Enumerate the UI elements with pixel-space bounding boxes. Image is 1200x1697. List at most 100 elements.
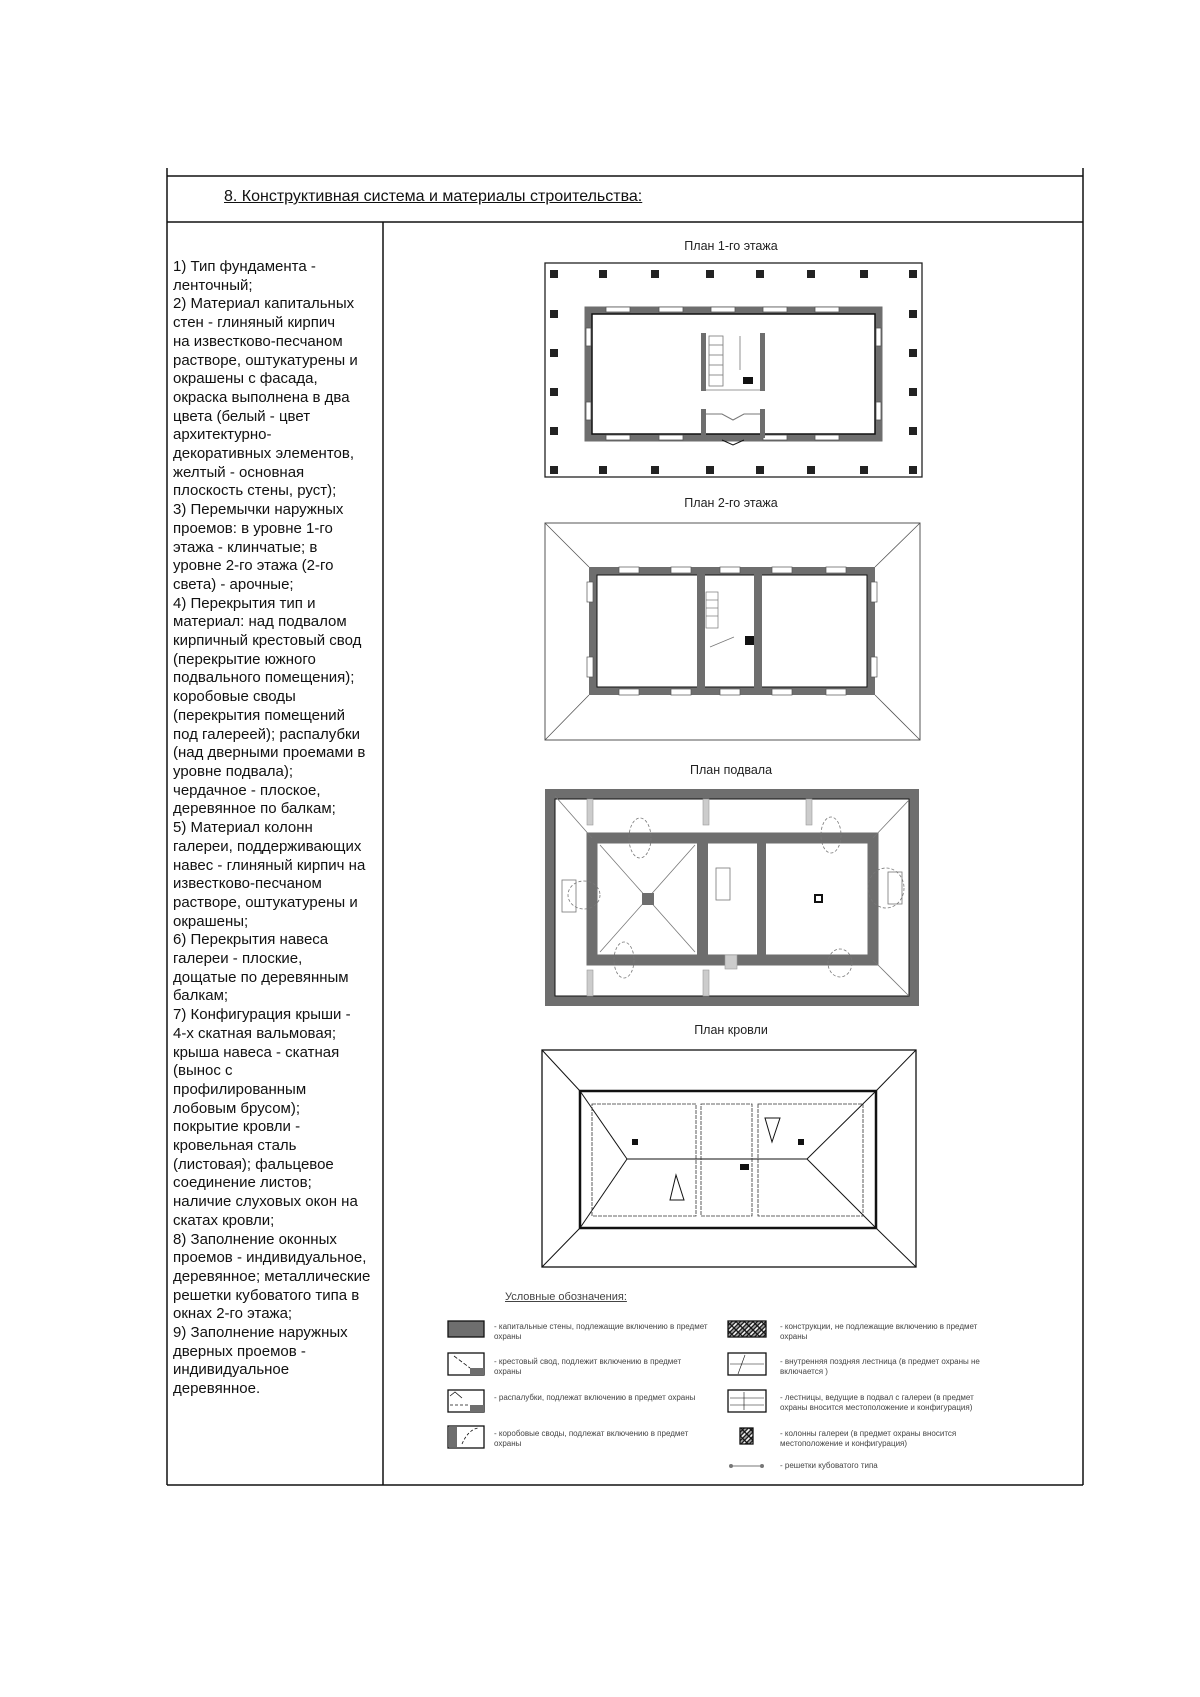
gallery-column [909, 310, 917, 318]
description-line: растворе, оштукатурены и [173, 893, 358, 911]
gallery-column [909, 427, 917, 435]
description-line: (над дверными проемами в [173, 744, 366, 762]
description-line: света) - арочные; [173, 575, 294, 593]
description-line: 9) Заполнение наружных [173, 1324, 348, 1342]
plan-basement-title: План подвала [689, 763, 773, 777]
description-line: 1) Тип фундамента - [173, 258, 316, 275]
gallery-column [909, 349, 917, 357]
gallery-column [909, 388, 917, 396]
description-line: деревянное по балкам; [173, 800, 336, 818]
gallery-column [550, 349, 558, 357]
legend-item-text: - конструкции, не подлежащие включению в… [780, 1322, 978, 1341]
description-line: кровельная сталь [173, 1137, 297, 1155]
construction-description: 1) Тип фундамента -ленточный;2) Материал… [173, 258, 383, 1399]
description-line: окрашены; [173, 912, 249, 930]
gallery-column [550, 270, 558, 278]
description-line: плоскость стены, руст); [173, 482, 337, 500]
description-line: декоративных элементов, [173, 445, 355, 463]
description-line: известково-песчаном [173, 875, 322, 893]
description-line: 2) Материал капитальных [173, 295, 355, 313]
plan-floor2-title: План 2-го этажа [684, 496, 778, 510]
gallery-column [706, 270, 714, 278]
description-line: скатах кровли; [173, 1211, 275, 1229]
table-borders [166, 168, 1084, 1486]
description-line: (перекрытия помещений [173, 706, 346, 724]
plan-floor2-drawing [544, 522, 921, 741]
plan-roof-drawing [541, 1049, 917, 1268]
description-line: дверных проемов - [173, 1342, 306, 1360]
description-line: 5) Материал колонн [173, 819, 313, 837]
gallery-column [550, 388, 558, 396]
gallery-column [909, 466, 917, 474]
description-line: профилированным [173, 1080, 307, 1098]
description-line: ленточный; [173, 276, 253, 294]
gallery-column [599, 270, 607, 278]
description-line: под галереей); распалубки [173, 725, 360, 743]
description-line: решетки кубоватого типа в [173, 1286, 360, 1304]
gallery-column [550, 310, 558, 318]
description-line: 7) Конфигурация крыши - [173, 1006, 351, 1024]
legend-item-text: - коробовые своды, подлежат включению в … [494, 1429, 689, 1448]
gallery-column [651, 270, 659, 278]
description-line: 4-х скатная вальмовая; [173, 1024, 336, 1042]
description-line: 4) Перекрытия тип и [173, 594, 316, 612]
legend-item-text: - решетки кубоватого типа [780, 1461, 878, 1470]
gallery-column [756, 270, 764, 278]
plan-roof-title: План кровли [694, 1023, 768, 1037]
description-line: желтый - основная [173, 463, 305, 481]
gallery-column [706, 466, 714, 474]
description-line: дощатые по деревянным [173, 968, 349, 986]
description-line: галереи, поддерживающих [173, 837, 362, 855]
description-line: архитектурно- [173, 426, 272, 444]
description-line: деревянное. [173, 1380, 261, 1398]
description-line: (листовая); фальцевое [173, 1155, 334, 1173]
legend-item-text: - внутренняя поздняя лестница (в предмет… [780, 1357, 980, 1376]
description-line: галереи - плоские, [173, 950, 303, 968]
gallery-column [599, 466, 607, 474]
description-line: растворе, оштукатурены и [173, 351, 358, 369]
description-line: соединение листов; [173, 1174, 312, 1192]
gallery-column [860, 270, 868, 278]
description-line: цвета (белый - цвет [173, 407, 311, 425]
legend-title: Условные обозначения: [505, 1291, 627, 1303]
section-title: 8. Конструктивная система и материалы ст… [224, 188, 643, 205]
plan-floor1-drawing [544, 262, 923, 478]
description-line: балкам; [173, 987, 229, 1005]
legend-item-text: - лестницы, ведущие в подвал с галереи (… [780, 1393, 974, 1412]
gallery-column [860, 466, 868, 474]
description-line: стен - глиняный кирпич [173, 314, 336, 332]
description-line: индивидуальное [173, 1361, 290, 1379]
gallery-column [807, 270, 815, 278]
description-line: уровне 2-го этажа (2-го [173, 557, 334, 575]
description-line: окрашены с фасада, [173, 370, 318, 388]
description-line: подвального помещения); [173, 669, 355, 687]
legend-item-text: - крестовый свод, подлежит включению в п… [494, 1357, 682, 1376]
description-line: окраска выполнена в два [173, 388, 350, 406]
description-line: покрытие кровли - [173, 1118, 301, 1136]
plan-basement-drawing [545, 789, 919, 1006]
gallery-column [550, 466, 558, 474]
legend-item-text: - капитальные стены, подлежащие включени… [494, 1322, 708, 1341]
plan-floor1-title: План 1-го этажа [684, 239, 778, 253]
gallery-column [550, 427, 558, 435]
description-line: уровне подвала); [173, 762, 294, 780]
description-line: 6) Перекрытия навеса [173, 931, 329, 949]
description-line: на известково-песчаном [173, 332, 343, 350]
description-line: деревянное; металлические [173, 1267, 371, 1285]
description-line: окнах 2-го этажа; [173, 1305, 293, 1323]
legend-item-text: - колонны галереи (в предмет охраны внос… [780, 1429, 957, 1448]
description-line: лобовым брусом); [173, 1099, 301, 1117]
legend-swatches [447, 1320, 767, 1468]
gallery-column [651, 466, 659, 474]
description-line: крыша навеса - скатная [173, 1043, 340, 1061]
description-line: чердачное - плоское, [173, 781, 321, 799]
description-line: (перекрытие южного [173, 650, 316, 668]
legend-item-text: - распалубки, подлежат включению в предм… [494, 1393, 696, 1402]
description-line: наличие слуховых окон на [173, 1193, 358, 1211]
description-line: кирпичный крестовый свод [173, 632, 362, 650]
description-line: материал: над подвалом [173, 613, 347, 631]
gallery-column [909, 270, 917, 278]
description-line: этажа - клинчатые; в [173, 538, 318, 556]
description-line: 8) Заполнение оконных [173, 1230, 337, 1248]
